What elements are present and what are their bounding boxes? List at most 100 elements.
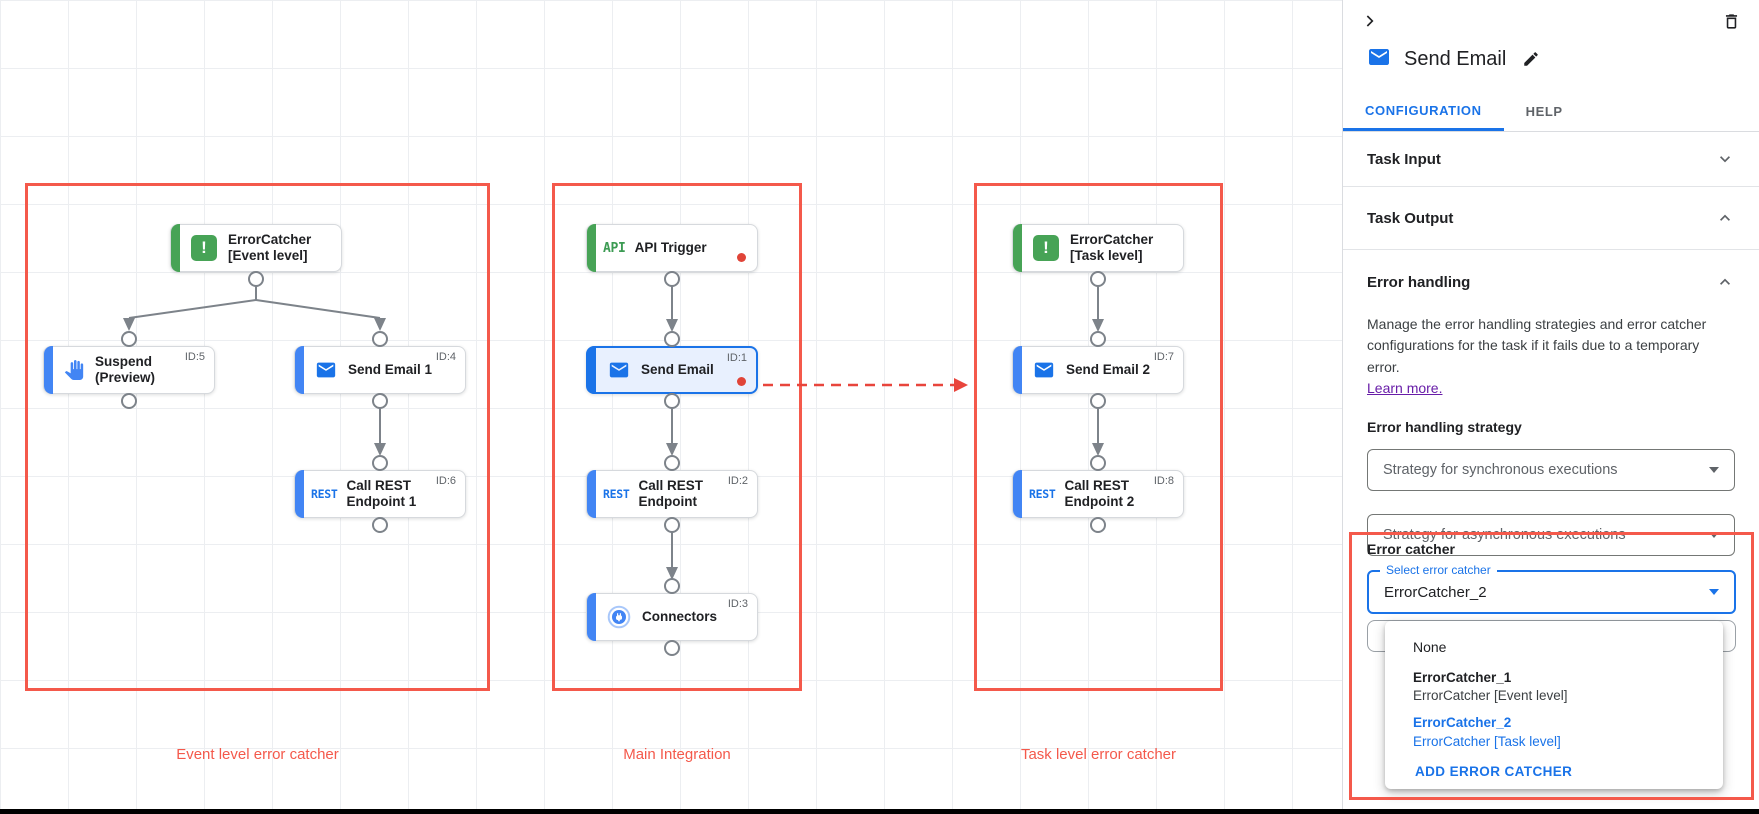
node-label: Connectors <box>642 608 718 624</box>
dropdown-caret-icon <box>1709 466 1719 473</box>
node-accent-bar <box>1013 346 1022 394</box>
node-errorcatcher-event-level[interactable]: ! ErrorCatcher[Event level] <box>170 224 342 272</box>
node-id: ID:5 <box>184 351 205 363</box>
email-icon <box>315 359 337 381</box>
node-label: ErrorCatcher[Event level] <box>228 231 312 263</box>
node-accent-bar <box>295 346 304 394</box>
email-task-icon <box>1367 45 1391 74</box>
error-marker-dot <box>737 377 746 386</box>
node-label: Send Email <box>641 361 714 377</box>
option-name: ErrorCatcher_2 <box>1413 715 1512 731</box>
error-marker-dot <box>737 253 746 262</box>
event-level-group-box <box>25 183 490 691</box>
node-accent-bar <box>171 224 180 272</box>
dropdown-caret-icon <box>1709 589 1719 595</box>
node-label: API Trigger <box>634 239 707 255</box>
option-description: ErrorCatcher [Event level] <box>1413 688 1568 704</box>
option-none[interactable]: None <box>1413 639 1447 655</box>
tab-configuration[interactable]: CONFIGURATION <box>1343 92 1504 131</box>
option-errorcatcher-1[interactable]: ErrorCatcher_1 ErrorCatcher [Event level… <box>1385 669 1723 705</box>
error-catcher-label: Error catcher <box>1367 541 1455 557</box>
delete-task-icon[interactable] <box>1719 9 1743 33</box>
chevron-up-icon <box>1720 214 1730 221</box>
option-name: ErrorCatcher_1 <box>1413 670 1512 685</box>
chevron-down-icon <box>1720 156 1730 163</box>
error-handling-body: Manage the error handling strategies and… <box>1343 314 1759 556</box>
node-accent-bar <box>44 346 53 394</box>
node-suspend-preview[interactable]: Suspend(Preview) ID:5 <box>43 346 215 394</box>
node-id: ID:4 <box>435 351 456 363</box>
main-integration-group-box <box>552 183 802 691</box>
rest-icon: REST <box>1029 487 1056 501</box>
section-task-input[interactable]: Task Input <box>1343 132 1759 187</box>
section-task-input-label: Task Input <box>1367 150 1441 168</box>
error-handling-strategy-label: Error handling strategy <box>1367 418 1522 435</box>
error-handling-description: Manage the error handling strategies and… <box>1367 316 1707 375</box>
node-label: ErrorCatcher[Task level] <box>1070 231 1154 263</box>
sync-strategy-select[interactable]: Strategy for synchronous executions <box>1367 448 1735 491</box>
email-icon <box>1033 359 1055 381</box>
node-send-email-selected[interactable]: Send Email ID:1 <box>586 346 758 394</box>
select-error-catcher-floating-label: Select error catcher <box>1380 563 1497 577</box>
select-error-catcher-value: ErrorCatcher_2 <box>1384 583 1487 601</box>
caption-task-level: Task level error catcher <box>1020 746 1177 763</box>
node-accent-bar <box>587 593 596 641</box>
node-connectors[interactable]: Connectors ID:3 <box>586 593 758 641</box>
dropdown-caret-icon <box>1709 531 1719 538</box>
node-id: ID:2 <box>727 475 748 487</box>
connectors-icon <box>607 605 631 629</box>
caption-main-integration: Main Integration <box>623 746 731 763</box>
chevron-up-icon <box>1720 278 1730 285</box>
node-api-trigger[interactable]: API API Trigger <box>586 224 758 272</box>
node-accent-bar <box>295 470 304 518</box>
collapse-panel-icon[interactable] <box>1357 9 1381 33</box>
node-id: ID:7 <box>1153 351 1174 363</box>
learn-more-link[interactable]: Learn more. <box>1367 379 1443 396</box>
caption-event-level: Event level error catcher <box>176 746 339 763</box>
add-error-catcher-button[interactable]: ADD ERROR CATCHER <box>1415 763 1573 779</box>
node-label: Send Email 1 <box>348 361 433 377</box>
node-accent-bar <box>587 470 596 518</box>
node-errorcatcher-task-level[interactable]: ! ErrorCatcher[Task level] <box>1012 224 1184 272</box>
api-trigger-icon: API <box>603 240 626 256</box>
section-task-output[interactable]: Task Output <box>1343 187 1759 250</box>
window-bottom-edge <box>0 809 1759 814</box>
node-id: ID:8 <box>1153 475 1174 487</box>
node-id: ID:3 <box>727 598 748 610</box>
node-send-email-1[interactable]: Send Email 1 ID:4 <box>294 346 466 394</box>
error-catcher-dropdown: None ErrorCatcher_1 ErrorCatcher [Event … <box>1385 621 1723 789</box>
node-accent-bar <box>587 224 596 272</box>
node-accent-bar <box>587 346 596 394</box>
section-error-handling[interactable]: Error handling <box>1343 250 1759 314</box>
task-title-row: Send Email <box>1343 42 1759 76</box>
sync-strategy-value: Strategy for synchronous executions <box>1383 461 1618 478</box>
email-icon <box>608 359 630 381</box>
tab-help[interactable]: HELP <box>1525 104 1563 119</box>
section-task-output-label: Task Output <box>1367 209 1454 227</box>
node-label: Send Email 2 <box>1066 361 1151 377</box>
panel-toolbar <box>1343 0 1759 42</box>
node-accent-bar <box>1013 224 1022 272</box>
select-error-catcher[interactable]: Select error catcher ErrorCatcher_2 <box>1367 563 1736 614</box>
node-id: ID:1 <box>726 352 747 364</box>
task-title: Send Email <box>1404 47 1507 70</box>
panel-tabs: CONFIGURATION HELP <box>1343 92 1759 132</box>
hand-suspend-icon <box>64 360 84 380</box>
error-catcher-icon: ! <box>1033 235 1059 261</box>
node-accent-bar <box>1013 470 1022 518</box>
edit-title-icon[interactable] <box>1519 47 1543 71</box>
error-catcher-icon: ! <box>191 235 217 261</box>
task-level-group-box <box>974 183 1223 691</box>
option-errorcatcher-2[interactable]: ErrorCatcher_2 ErrorCatcher [Task level] <box>1385 714 1723 750</box>
node-send-email-2[interactable]: Send Email 2 ID:7 <box>1012 346 1184 394</box>
node-id: ID:6 <box>435 475 456 487</box>
node-label: Suspend(Preview) <box>95 353 156 385</box>
flow-canvas[interactable]: Event level error catcher Main Integrati… <box>0 0 1342 814</box>
rest-icon: REST <box>603 487 630 501</box>
